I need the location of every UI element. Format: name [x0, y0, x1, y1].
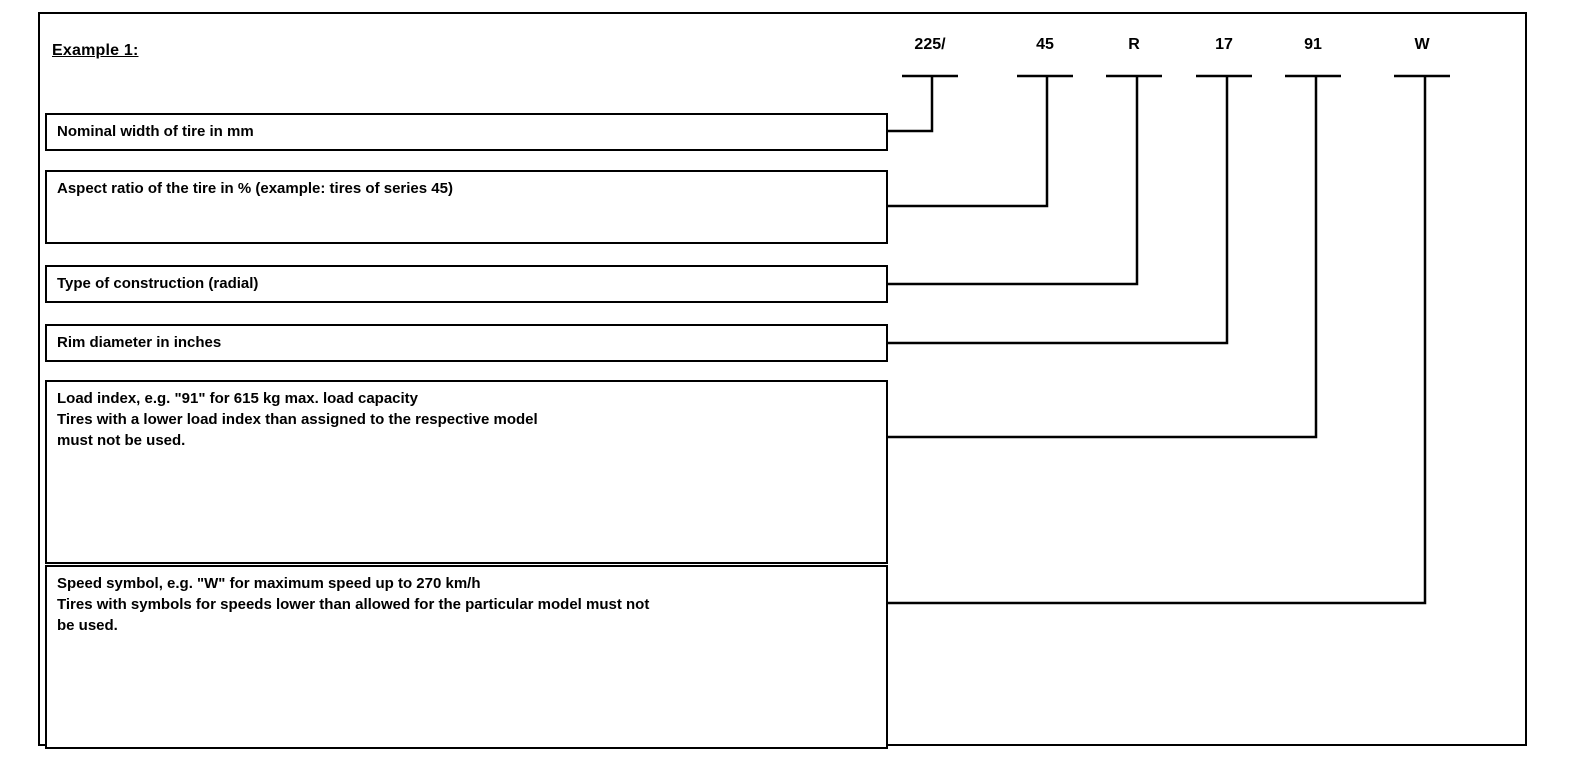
tire-code-segment-1: 45	[1036, 36, 1054, 53]
desc-text-aspect-ratio: Aspect ratio of the tire in % (example: …	[57, 180, 453, 197]
desc-text-construction-type: Type of construction (radial)	[57, 275, 259, 292]
desc-box-nominal-width: Nominal width of tire in mm	[45, 113, 888, 151]
tire-code-segment-2: R	[1128, 36, 1140, 53]
desc-box-load-index: Load index, e.g. "91" for 615 kg max. lo…	[45, 380, 888, 564]
desc-text-speed-symbol: Speed symbol, e.g. "W" for maximum speed…	[57, 575, 650, 634]
tire-code-segment-0: 225/	[914, 36, 946, 53]
desc-box-aspect-ratio: Aspect ratio of the tire in % (example: …	[45, 170, 888, 244]
tire-code-segment-3: 17	[1215, 36, 1233, 53]
desc-text-load-index: Load index, e.g. "91" for 615 kg max. lo…	[57, 390, 538, 449]
desc-text-nominal-width: Nominal width of tire in mm	[57, 123, 254, 140]
tire-code-segment-5: W	[1414, 36, 1430, 53]
desc-box-construction-type: Type of construction (radial)	[45, 265, 888, 303]
desc-box-rim-diameter: Rim diameter in inches	[45, 324, 888, 362]
desc-text-rim-diameter: Rim diameter in inches	[57, 334, 222, 351]
page-title: Example 1:	[52, 42, 139, 59]
tire-code-segment-4: 91	[1304, 36, 1322, 53]
desc-box-speed-symbol: Speed symbol, e.g. "W" for maximum speed…	[45, 565, 888, 749]
